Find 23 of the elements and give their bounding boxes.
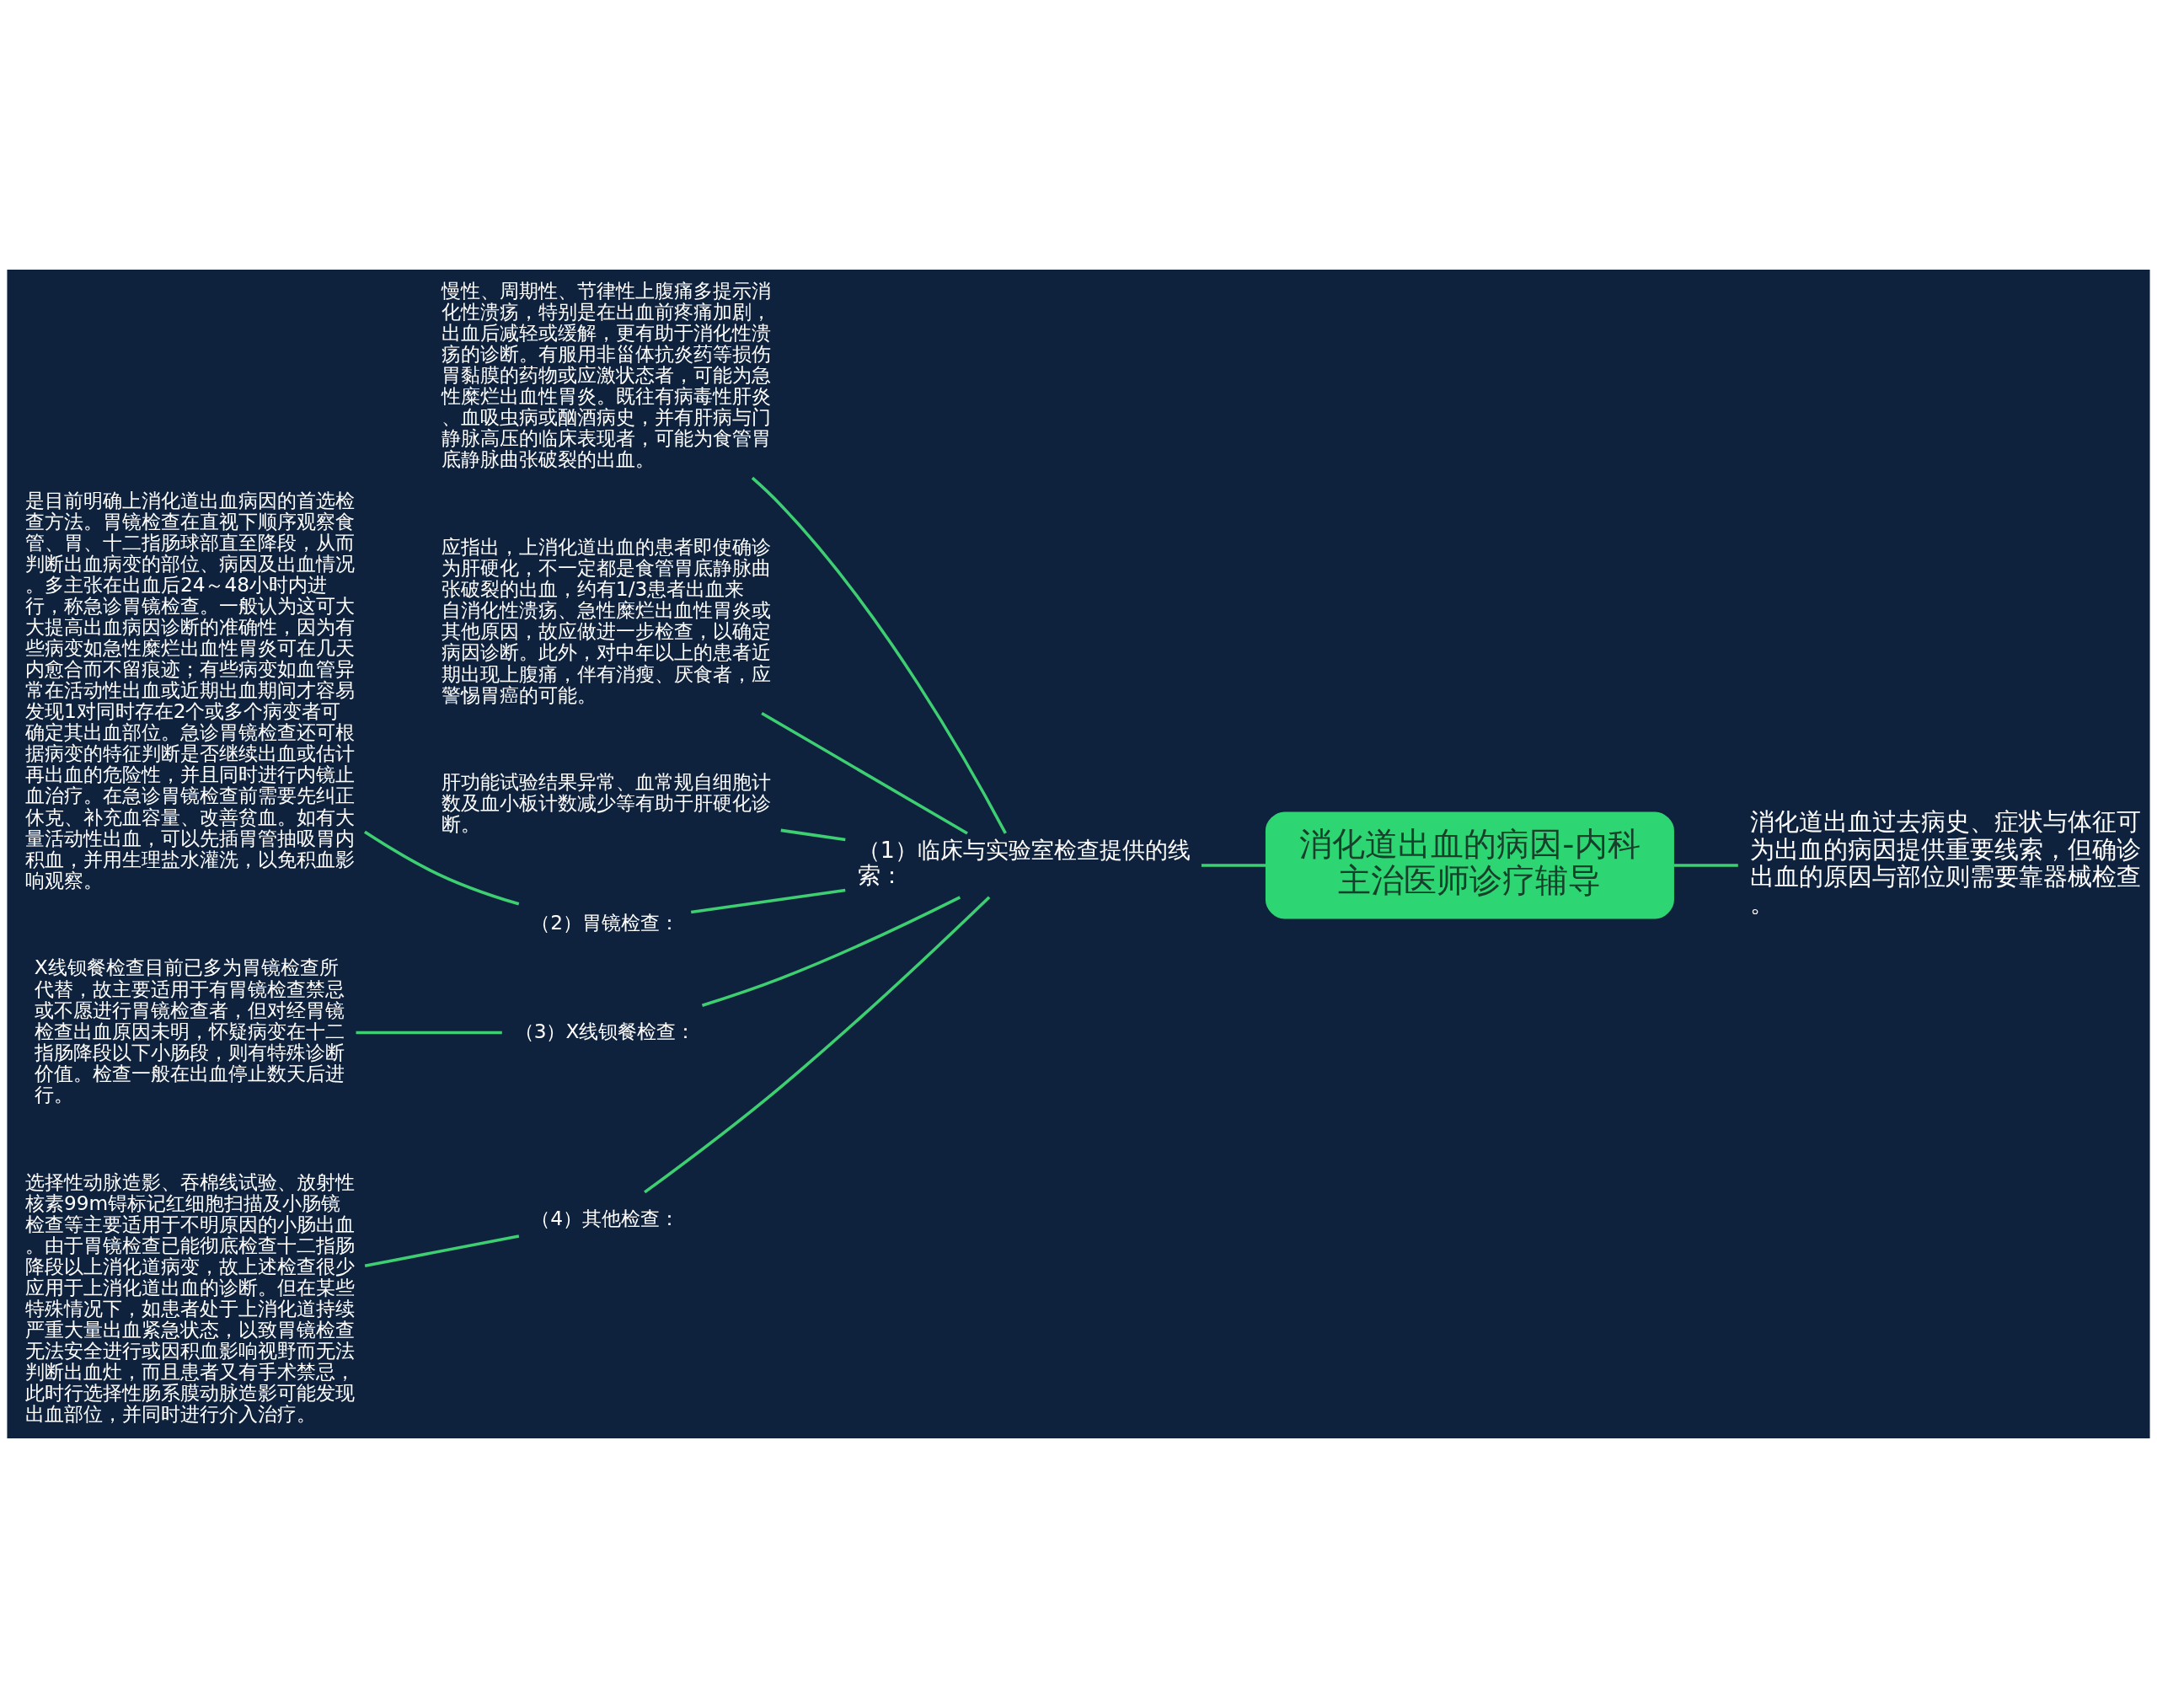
node-text: X线钡餐检查目前已多为胃镜检查所代替，故主要适用于有胃镜检查禁忌或不愿进行胃镜检查者，但对经胃镜检查出血原因未明，怀疑病变在十二指肠降段以下小肠段，则有特殊诊断价值。检查一般在出血停止数天后进行。 bbox=[34, 956, 345, 1106]
node-text: 消化道出血过去病史、症状与体征可为出血的病因提供重要线索，但确诊出血的原因与部位则需要靠器械检查。 bbox=[1750, 807, 2142, 918]
node-text: 选择性动脉造影、吞棉线试验、放射性核素99m锝标记红细胞扫描及小肠镜检查等主要适用于不明原因的小肠出血。由于胃镜检查已能彻底检查十二指肠降段以上消化道病变，故上述检查很少应用于上消化道出血的诊断。但在某些特殊情况下，如患者处于上消化道持续严重大量出血紧急状态，以致胃镜检查无法安全进行或因积血影响视野而无法判断出血灶，而且患者又有手术禁忌，此时行选择性肠系膜动脉造影可能发现出血部位，并同时进行介入治疗。 bbox=[24, 1170, 355, 1426]
connector bbox=[364, 830, 520, 906]
node-text: 是目前明确上消化道出血病因的首选检查方法。胃镜检查在直视下顺序观察食管、胃、十二指肠球部直至降段，从而判断出血病变的部位、病因及出血情况。多主张在出血后24～48小时内进行，称急诊胃镜检查。一般认为这可大大提高出血病因诊断的准确性，因为有些病变如急性糜烂出血性胃炎可在几天内愈合而不留痕迹；有些病变如血管异常在活动性出血或近期出血期间才容易发现1对同时存在2个或多个病变者可确定其出血部位。急诊胃镜检查还可根据病变的特征判断是否继续出血或估计再出血的危险性，并且同时进行内镜止血治疗。在急诊胃镜检查前需要先纠正休克、补充血容量、改善贫血。如有大量活动性出血，可以先插胃管抽吸胃内积血，并用生理盐水灌洗，以免积血影响观察。 bbox=[24, 488, 355, 891]
node-text: 应指出，上消化道出血的患者即使确诊为肝硬化，不一定都是食管胃底静脉曲张破裂的出血，约有1/3患者出血来自消化性溃疡、急性糜烂出血性胃炎或其他原因，故应做进一步检查，以确定病因诊断。此外，对中年以上的患者近期出现上腹痛，伴有消瘦、厌食者，应警惕胃癌的可能。 bbox=[441, 535, 771, 706]
node-text: （3）X线钡餐检查： bbox=[514, 1019, 696, 1042]
connector bbox=[761, 711, 968, 835]
connector bbox=[364, 1234, 520, 1267]
connector bbox=[1201, 864, 1266, 867]
node-box: 消化道出血的病因-内科主治医师诊疗辅导 bbox=[1265, 811, 1674, 919]
connector bbox=[701, 896, 961, 1007]
node-text: （4）其他检查： bbox=[531, 1206, 680, 1229]
node-text: （1）临床与实验室检查提供的线索： bbox=[857, 836, 1191, 889]
connector bbox=[690, 888, 846, 914]
connector bbox=[751, 476, 1007, 834]
connector bbox=[644, 896, 991, 1194]
node-text: （2）胃镜检查： bbox=[531, 910, 680, 934]
connector bbox=[1673, 864, 1738, 867]
node-text: 慢性、周期性、节律性上腹痛多提示消化性溃疡，特别是在出血前疼痛加剧，出血后减轻或缓解，更有助于消化性溃疡的诊断。有服用非甾体抗炎药等损伤胃黏膜的药物或应激状态者，可能为急性糜烂出血性胃炎。既往有病毒性肝炎、血吸虫病或酗酒病史，并有肝病与门静脉高压的临床表现者，可能为食管胃底静脉曲张破裂的出血。 bbox=[441, 278, 771, 471]
connector bbox=[356, 1031, 502, 1035]
connector bbox=[780, 828, 846, 842]
node-text: 肝功能试验结果异常、血常规自细胞计数及血小板计数减少等有助于肝硬化诊断。 bbox=[441, 770, 771, 836]
